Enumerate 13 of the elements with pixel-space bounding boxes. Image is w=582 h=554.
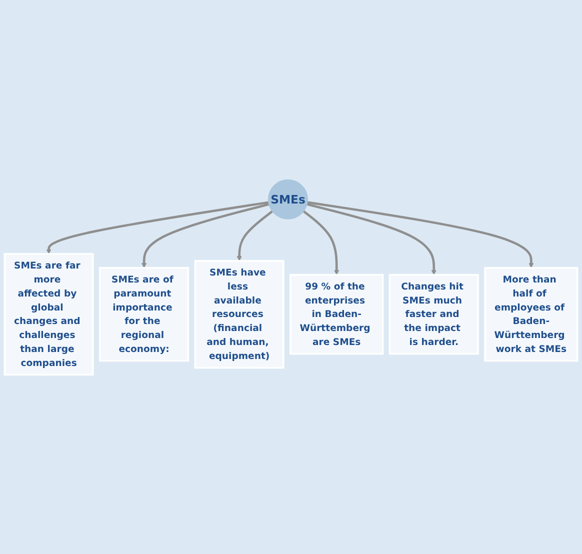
arrow [142,202,270,268]
arrow [306,202,436,275]
arrow [302,210,340,275]
arrow [46,201,269,254]
arrow [236,210,273,261]
node-box: Changes hit SMEs much faster and the impact is harder. [388,274,479,354]
arrow [307,200,534,268]
node-box: 99 % of the enterprises in Baden-Württemberg are SMEs [290,274,384,354]
node-box: More than half of employees of Baden-Württemberg work at SMEs [484,266,578,362]
node-circle: SMEs [268,179,308,220]
node-box: SMEs are far more affected by global changes and challenges than large companies [4,252,94,376]
node-box: SMEs are of paramount importance for the regional economy: [99,266,190,362]
node-box: SMEs have less available resources (financial and human, equipment) [194,260,284,368]
